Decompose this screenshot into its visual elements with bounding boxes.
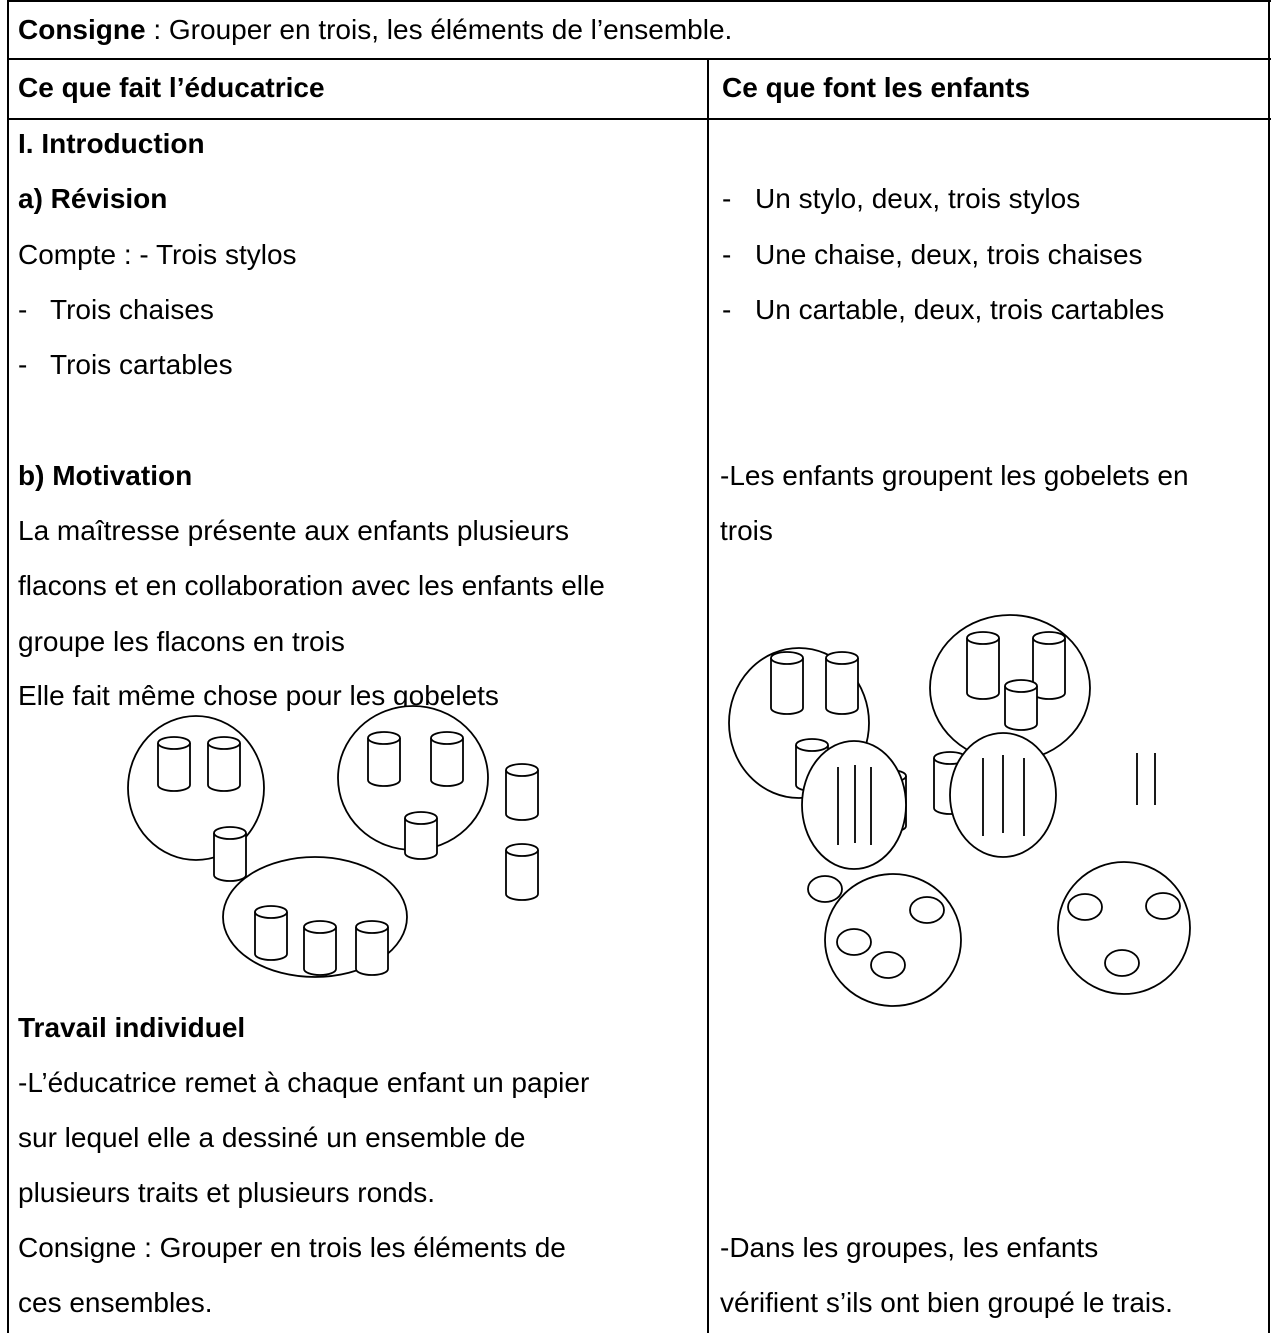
group-circle <box>801 740 907 870</box>
consigne-label: Consigne <box>18 14 146 45</box>
table-border-right <box>1268 0 1270 1333</box>
header-right: Ce que font les enfants <box>722 72 1031 103</box>
bullet-dash: - <box>18 349 28 380</box>
section-title: I. Introduction <box>18 128 205 159</box>
bullet-dash: - <box>18 294 28 325</box>
bullet-dash: - <box>722 239 732 270</box>
motivation-title: b) Motivation <box>18 460 193 491</box>
travail-line: sur lequel elle a dessiné un ensemble de <box>18 1122 526 1153</box>
revision-title: a) Révision <box>18 183 168 214</box>
compte-item: Trois cartables <box>50 349 233 380</box>
count-item: Un stylo, deux, trois stylos <box>755 183 1081 214</box>
motivation-line: La maîtresse présente aux enfants plusie… <box>18 515 569 546</box>
consigne-line: Consigne : Grouper en trois, les élément… <box>18 14 732 46</box>
travail-line: -L’éducatrice remet à chaque enfant un p… <box>18 1067 590 1098</box>
travail-line: plusieurs traits et plusieurs ronds. <box>18 1177 436 1208</box>
count-item: Un cartable, deux, trois cartables <box>755 294 1165 325</box>
table-border-left <box>7 0 9 1333</box>
rond-ellipses <box>807 875 1181 979</box>
motivation-line: groupe les flacons en trois <box>18 626 345 657</box>
right-final-line: vérifient s’ils ont bien groupé le trais… <box>720 1287 1173 1318</box>
compte-line: Compte : - Trois stylos <box>18 239 297 270</box>
travail-line: Consigne : Grouper en trois les éléments… <box>18 1232 566 1263</box>
column-divider <box>707 58 709 1333</box>
right-motivation-line: -Les enfants groupent les gobelets en <box>720 460 1189 491</box>
flacon-cylinders <box>157 731 539 976</box>
compte-item: Trois chaises <box>50 294 214 325</box>
right-final-line: -Dans les groupes, les enfants <box>720 1232 1099 1263</box>
gobelets-grouping-drawing <box>728 614 1091 833</box>
traits-ronds-grouping-drawing <box>801 732 1191 1007</box>
right-motivation-line: trois <box>720 515 773 546</box>
consigne-row-divider <box>7 58 1271 60</box>
header-left: Ce que fait l’éducatrice <box>18 72 325 103</box>
header-row-divider <box>7 118 1271 120</box>
travail-title: Travail individuel <box>18 1012 246 1043</box>
count-item: Une chaise, deux, trois chaises <box>755 239 1143 270</box>
travail-line: ces ensembles. <box>18 1287 213 1318</box>
bullet-dash: - <box>722 183 732 214</box>
bullet-dash: - <box>722 294 732 325</box>
flacons-grouping-drawing <box>127 705 539 978</box>
motivation-line: flacons et en collaboration avec les enf… <box>18 570 605 601</box>
table-border-top <box>7 0 1271 2</box>
trait-lines <box>837 753 1156 845</box>
consigne-text: : Grouper en trois, les éléments de l’en… <box>145 14 733 45</box>
